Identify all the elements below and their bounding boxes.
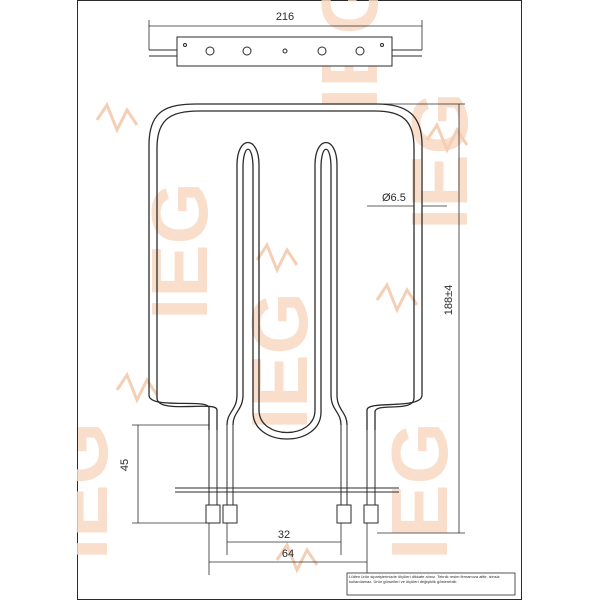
note-text: Lütfen ürün siparişlerinizde ölçüleri di… xyxy=(349,574,500,584)
svg-text:IEG: IEG xyxy=(135,182,224,320)
terminal-plate-top xyxy=(149,36,422,67)
heating-element xyxy=(148,103,423,440)
svg-text:IEG: IEG xyxy=(235,292,324,430)
dimension-terminal-spacing xyxy=(208,523,368,575)
terminal-height-label: 45 xyxy=(119,459,131,471)
dimension-terminal-height xyxy=(132,424,209,524)
terminal-spacing-inner-label: 32 xyxy=(278,529,290,541)
terminal-spacing-outer-label: 64 xyxy=(282,548,294,560)
dimension-overall-width xyxy=(148,20,423,50)
bottom-bracket xyxy=(175,425,399,524)
note-container: Lütfen ürün siparişlerinizde ölçüleri di… xyxy=(349,574,500,584)
overall-height-label: 188±4 xyxy=(443,285,455,316)
svg-text:IEG: IEG xyxy=(395,92,484,230)
dimension-overall-height xyxy=(377,103,465,534)
note-box xyxy=(346,572,516,596)
tube-diameter-label: Ø6.5 xyxy=(382,192,406,204)
watermark-logo: IEG IEG IEG IEG IEG IEG xyxy=(77,0,484,574)
svg-text:IEG: IEG xyxy=(77,422,124,560)
svg-text:IEG: IEG xyxy=(375,422,464,560)
technical-drawing: IEG IEG IEG IEG IEG IEG xyxy=(77,0,522,600)
overall-width-label: 216 xyxy=(276,11,294,23)
